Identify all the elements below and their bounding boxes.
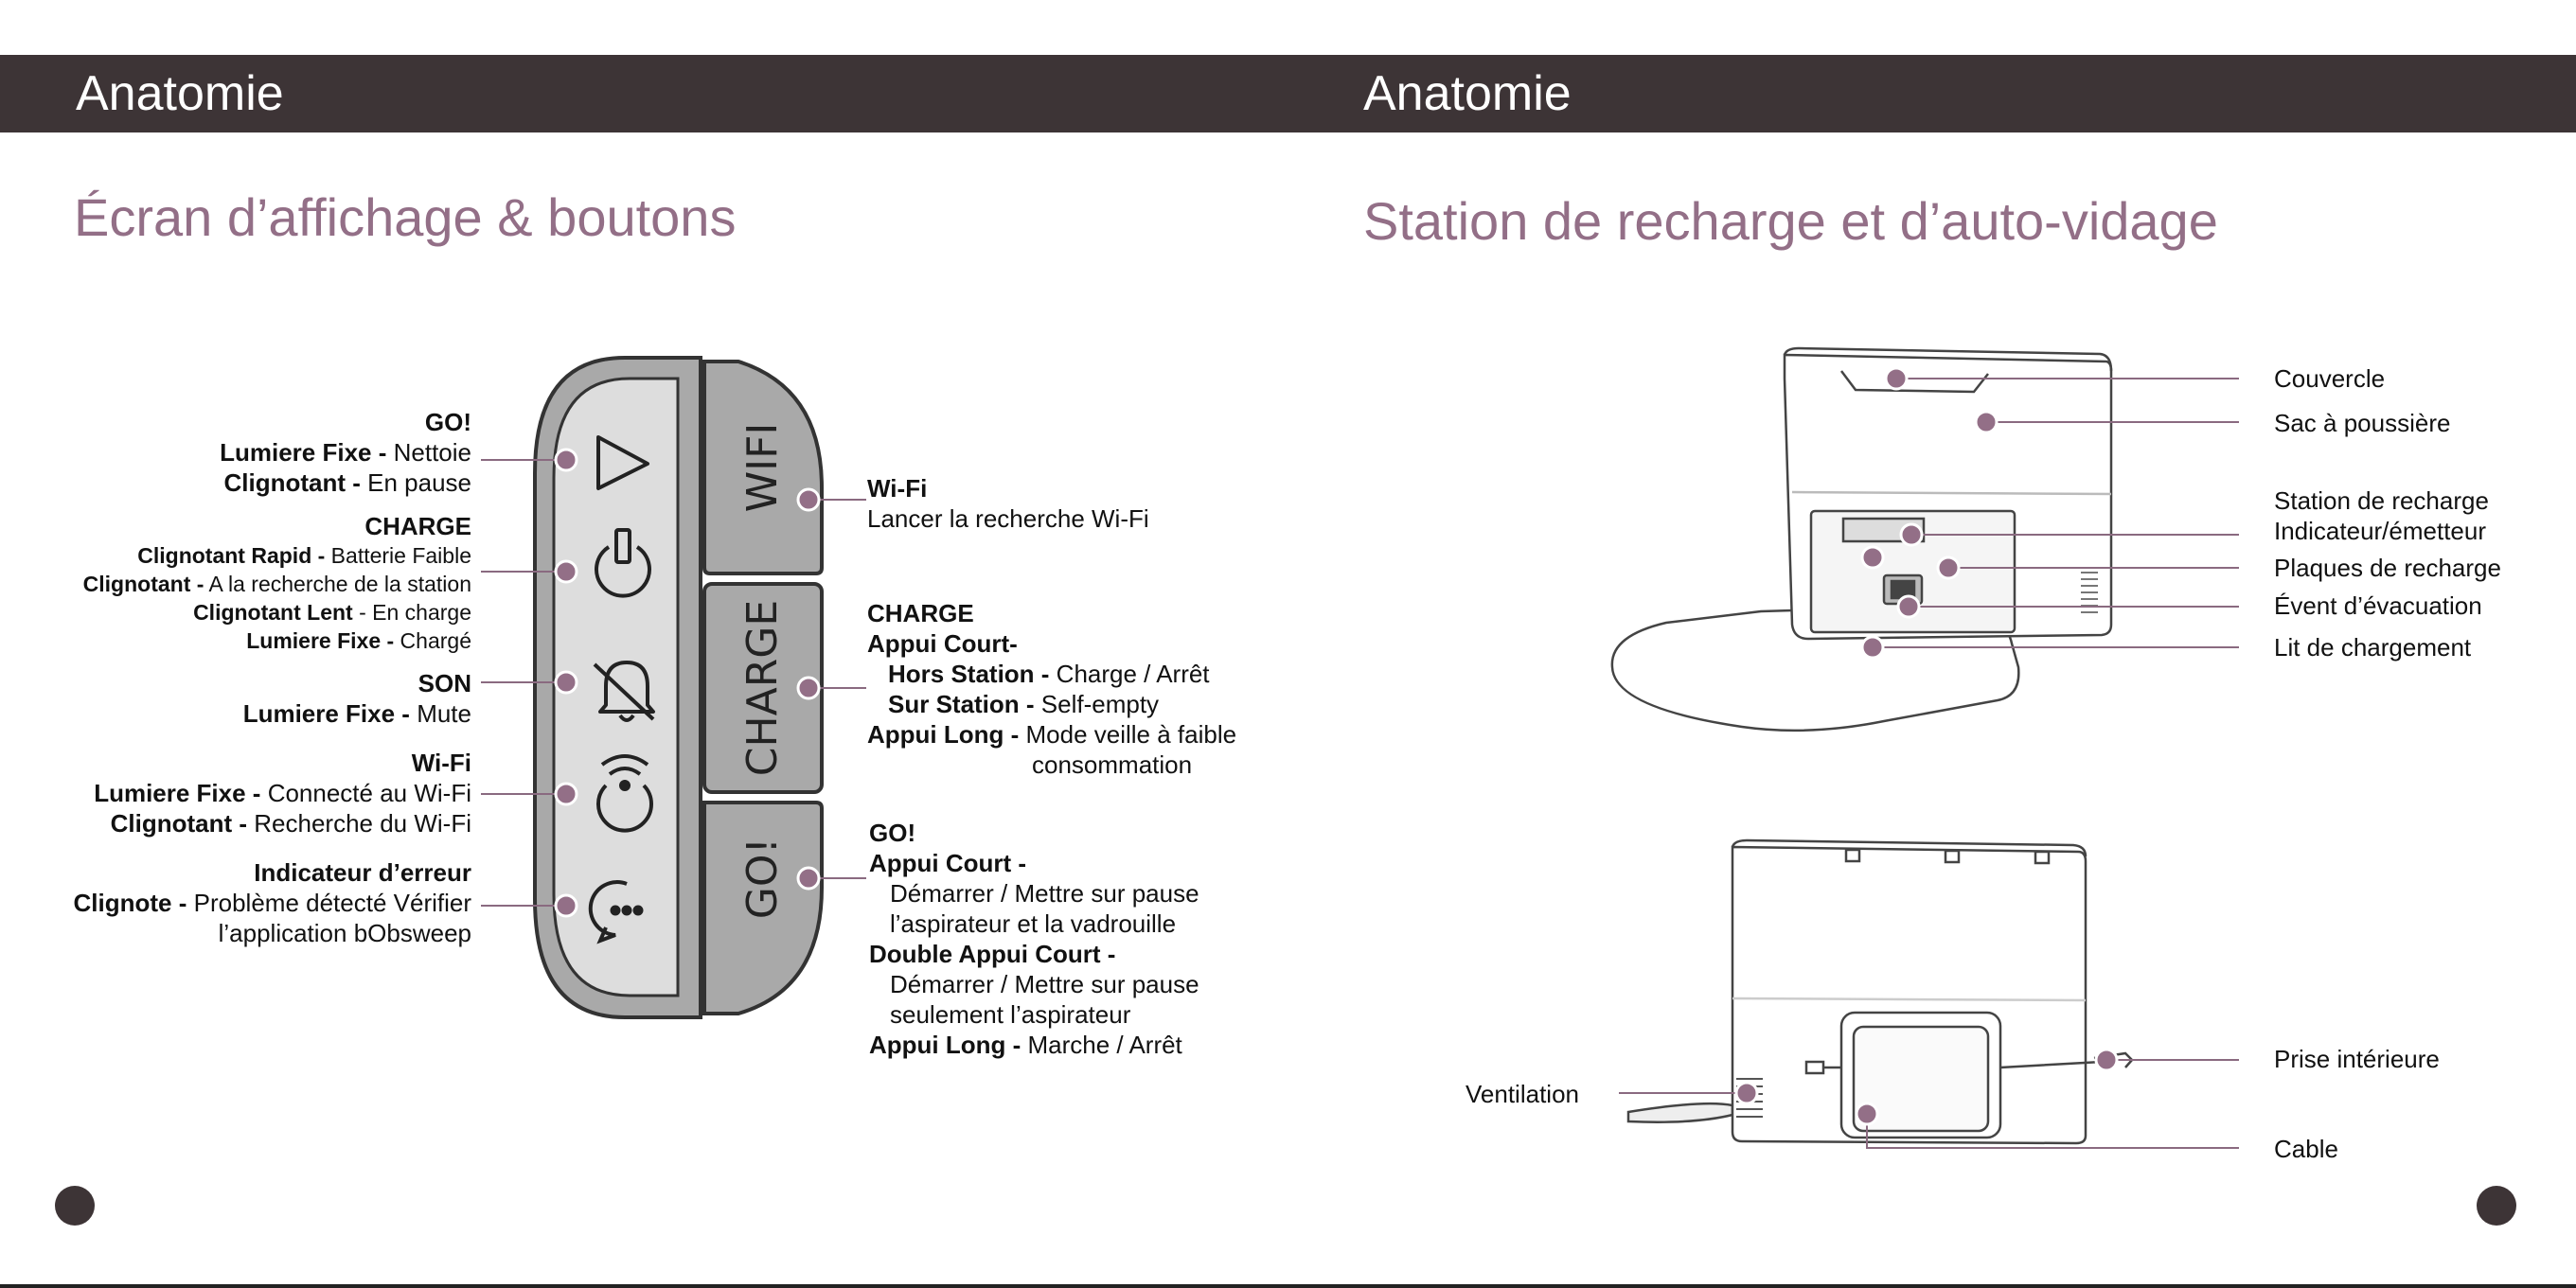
label-station: Station de recharge Indicateur/émetteur — [2274, 486, 2489, 545]
label-cable: Cable — [2274, 1135, 2338, 1163]
right-header-title: Anatomie — [1363, 66, 1572, 121]
play-triangle-icon — [596, 435, 649, 490]
wifi-panel-label: WIFI — [738, 423, 787, 513]
charge-button-label: CHARGE Appui Court- Hors Station - Charg… — [867, 599, 1237, 779]
mute-bell-icon — [593, 661, 655, 722]
station-illustration-top — [1610, 346, 2113, 732]
right-callout-dots — [1734, 366, 2119, 1126]
right-page-marker — [2477, 1186, 2516, 1226]
left-page-marker — [55, 1186, 95, 1226]
error-chat-icon — [588, 880, 644, 944]
battery-power-icon — [595, 528, 651, 598]
wifi-indicator-label: Wi-Fi Lumiere Fixe - Connecté au Wi-Fi C… — [94, 749, 471, 838]
go-panel-label: GO! — [738, 838, 787, 919]
label-sac: Sac à poussière — [2274, 409, 2451, 437]
label-plaques: Plaques de recharge — [2274, 554, 2501, 582]
station-illustration-bottom — [1626, 838, 2134, 1145]
left-leader-lines — [481, 459, 866, 907]
label-ventilation: Ventilation — [1466, 1080, 1579, 1108]
go-button-label: GO! Appui Court - Démarrer / Mettre sur … — [869, 819, 1199, 1059]
header-band — [0, 55, 2576, 132]
label-lit: Lit de chargement — [2274, 633, 2472, 662]
label-prise: Prise intérieure — [2274, 1045, 2440, 1073]
go-indicator-label: GO! Lumiere Fixe - Nettoie Clignotant - … — [220, 408, 471, 497]
son-indicator-label: SON Lumiere Fixe - Mute — [242, 669, 471, 728]
error-indicator-label: Indicateur d’erreur Clignote - Problème … — [73, 858, 471, 947]
charge-indicator-label: CHARGE Clignotant Rapid - Batterie Faibl… — [82, 512, 471, 653]
go-panel-button — [702, 801, 824, 1015]
wifi-power-icon — [596, 754, 653, 833]
right-section-title: Station de recharge et d’auto-vidage — [1363, 191, 2218, 251]
bottom-rule — [0, 1284, 2576, 1288]
wifi-panel-button — [702, 360, 824, 575]
charge-panel-label: CHARGE — [738, 600, 787, 776]
left-callout-dots — [554, 448, 821, 918]
left-section-title: Écran d’affichage & boutons — [74, 187, 737, 247]
control-panel — [533, 356, 824, 1019]
left-header-title: Anatomie — [76, 66, 284, 121]
label-event: Évent d’évacuation — [2274, 591, 2482, 620]
wifi-button-label: Wi-Fi Lancer la recherche Wi-Fi — [867, 474, 1149, 533]
label-couvercle: Couvercle — [2274, 364, 2386, 393]
